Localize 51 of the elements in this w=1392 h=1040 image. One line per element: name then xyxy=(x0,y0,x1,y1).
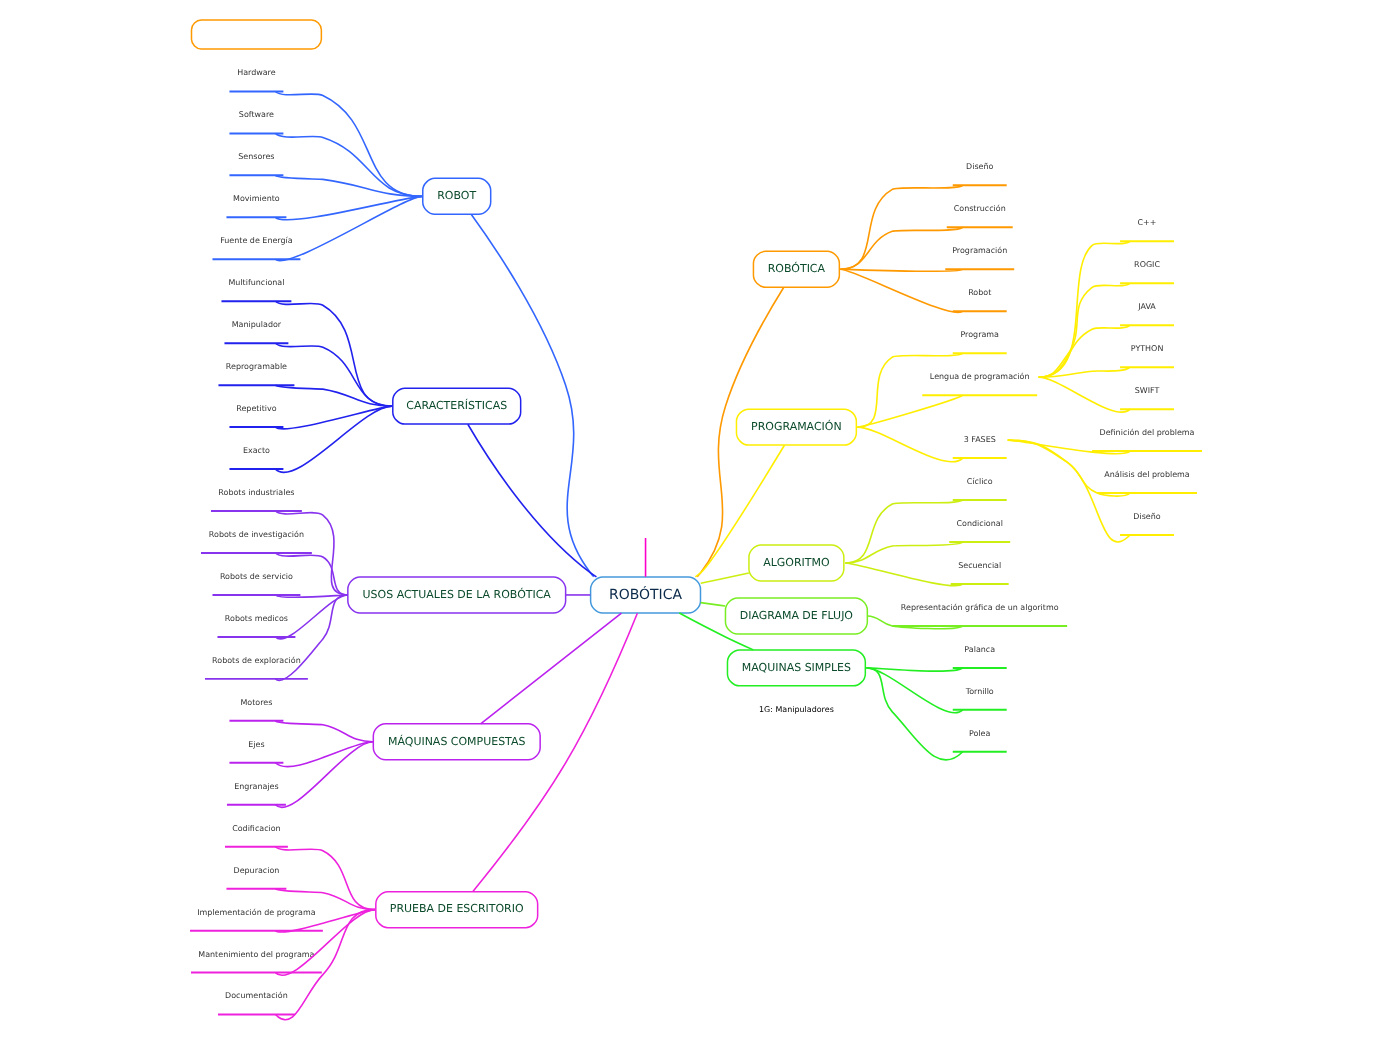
connector xyxy=(644,537,647,578)
connector xyxy=(274,845,376,911)
connector xyxy=(274,741,374,809)
connector xyxy=(839,184,964,271)
connector xyxy=(865,667,964,761)
connector xyxy=(865,667,964,714)
connector xyxy=(274,552,349,596)
connector xyxy=(274,720,374,743)
connector xyxy=(274,741,374,768)
connector xyxy=(856,426,964,463)
connector xyxy=(844,499,964,564)
connector xyxy=(274,90,423,198)
connector xyxy=(274,887,376,911)
connector xyxy=(694,444,786,578)
connector xyxy=(274,195,423,221)
node-box xyxy=(190,19,323,50)
connector xyxy=(565,594,592,596)
connector xyxy=(699,601,727,607)
connector xyxy=(274,510,349,596)
connector xyxy=(866,615,964,630)
connector xyxy=(839,268,964,273)
connector xyxy=(274,195,423,262)
connector xyxy=(1037,240,1131,378)
connector xyxy=(274,174,423,198)
connector xyxy=(274,594,349,682)
connector xyxy=(1037,366,1131,378)
connector xyxy=(274,594,349,640)
connector xyxy=(699,572,750,585)
connector xyxy=(274,132,423,198)
connector xyxy=(274,405,393,473)
connector xyxy=(274,384,393,407)
connector xyxy=(467,423,598,578)
connector xyxy=(274,300,393,407)
connector xyxy=(839,226,964,271)
connector xyxy=(865,667,964,673)
connector xyxy=(1037,324,1131,378)
connector xyxy=(1006,439,1131,543)
connector xyxy=(844,562,964,587)
connector xyxy=(1037,376,1131,413)
connector xyxy=(274,908,376,1021)
connector xyxy=(839,268,964,314)
connector xyxy=(274,342,393,407)
connector xyxy=(856,352,964,428)
connector xyxy=(470,213,595,578)
connector xyxy=(844,541,964,564)
connector xyxy=(479,612,623,725)
connector xyxy=(856,394,964,428)
connector xyxy=(696,286,785,578)
connector xyxy=(472,612,639,893)
connector xyxy=(1037,282,1131,378)
connector xyxy=(274,908,376,977)
